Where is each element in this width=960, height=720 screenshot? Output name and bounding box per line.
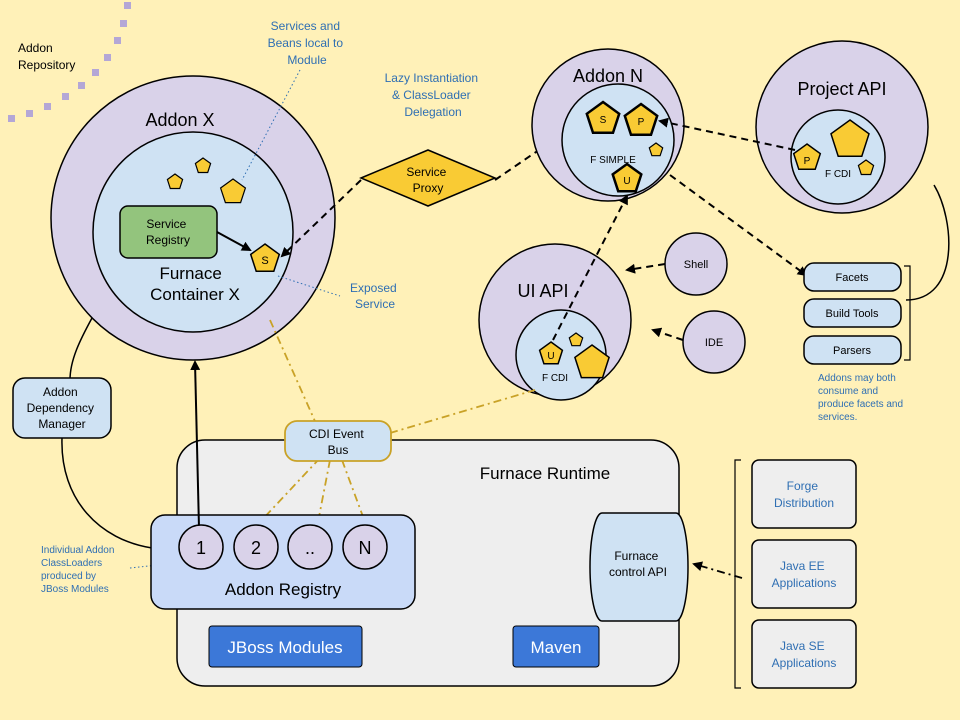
addon-repository-label: Addon Repository [18,41,75,72]
pentagon-icon [568,332,584,347]
services-beans-note: Services and Beans local to Module [268,19,347,67]
addon-dependency-manager-label: Addon Dependency Manager [27,385,98,431]
pentagon-icon [648,142,664,157]
ui-api-inner-label: F CDI [542,373,568,384]
maven-box [512,625,600,668]
registry-to-service-arrow [216,231,252,251]
dependency-to-registry-line [61,437,153,549]
ide-label: IDE [705,337,723,349]
facets-label: Facets [835,272,869,284]
pentagon-icon [166,173,184,190]
parsers-label: Parsers [833,345,871,357]
classloaders-note: Individual Addon ClassLoaders produced b… [41,545,117,595]
ui-api-u-glyph: U [547,351,554,362]
addon-n-p-pentagon-icon [623,102,659,137]
pentagon-icon [857,159,875,176]
classloader-slot-n-label: N [359,538,372,558]
build-tools-label: Build Tools [826,308,879,320]
shell-to-ui-api-arrow [625,263,666,274]
project-api-inner-label: F CDI [825,169,851,180]
java-ee-applications-label: Java EE Applications [772,559,837,590]
clients-bracket [734,459,741,689]
jboss-modules-box [208,625,363,668]
registry-to-container-arrow [190,360,201,529]
furnace-container-x-label: Furnace Container X [150,264,240,304]
cdi-event-bus-box [284,420,392,462]
facets-item [803,262,902,292]
classloader-slot-n [342,524,388,570]
exposed-service-glyph: S [261,255,268,267]
java-se-applications-box [751,619,857,689]
project-to-facets-bracket [905,184,950,301]
proxy-to-exposed-arrow [280,179,362,258]
addon-repository-dots [8,2,131,122]
addon-n-s-glyph: S [600,115,607,126]
furnace-runtime-title: Furnace Runtime [480,464,610,483]
jboss-modules-label: JBoss Modules [227,638,342,657]
classloader-slot-2 [233,524,279,570]
java-ee-applications-box [751,539,857,609]
facets-bracket [904,265,911,361]
pentagon-icon [830,119,870,157]
forge-distribution-label: Forge Distribution [774,479,834,510]
pentagon-icon [219,178,247,204]
furnace-control-api-label: Furnace control API [609,549,667,579]
addon-n-inner-label: F SIMPLE [590,155,636,166]
addon-x-title: Addon X [145,110,214,130]
shell-label: Shell [684,259,708,271]
service-registry-box [119,205,218,259]
exposed-service-note: Exposed Service [350,281,400,311]
exposed-service-leader [277,275,341,297]
classloader-slot-1 [178,524,224,570]
cdi-event-bus-label: CDI Event Bus [309,427,367,457]
service-proxy-label: Service Proxy [406,165,449,195]
pentagon-icon [194,157,212,174]
classloader-slot-ellipsis-label: .. [305,538,315,558]
addon-registry-label: Addon Registry [225,580,342,599]
addon-n-u-glyph: U [623,176,630,187]
project-api-p-pentagon-icon [792,143,822,171]
addon-dependency-manager-box [12,377,112,439]
ui-u-to-addon-n-u-arrow [552,194,628,341]
classloader-slot-ellipsis [287,524,333,570]
repo-to-dependency-line [69,317,93,381]
service-registry-label: Service Registry [146,217,190,247]
classloader-slot-2-label: 2 [251,538,261,558]
addon-n-to-facets-arrow [669,174,808,277]
pentagon-icon [574,344,610,379]
java-se-applications-label: Java SE Applications [772,639,837,670]
project-api-title: Project API [797,79,886,99]
addons-may-note: Addons may both consume and produce face… [818,373,906,423]
exposed-service-pentagon-icon [249,243,281,272]
clients-to-control-api-arrow [692,561,743,579]
forge-distribution-box [751,459,857,529]
services-beans-leader [241,69,301,181]
parsers-item [803,335,902,365]
addon-n-title: Addon N [573,66,643,86]
cdi-bus-lines [259,319,536,523]
addon-n-u-pentagon-icon [611,162,643,193]
ide-to-ui-api-arrow [651,327,684,341]
ide-circle [682,310,746,374]
addon-n-s-pentagon-icon [585,100,621,135]
build-tools-item [803,298,902,328]
maven-label: Maven [530,638,581,657]
classloader-slot-1-label: 1 [196,538,206,558]
project-api-p-glyph: P [804,156,811,167]
ui-api-title: UI API [517,281,568,301]
ui-api-u-pentagon-icon [538,341,564,365]
lazy-instantiation-note: Lazy Instantiation & ClassLoader Delegat… [385,71,482,119]
furnace-control-api-cylinder [589,512,689,622]
service-proxy-diamond [359,149,497,207]
addon-n-p-glyph: P [638,117,645,128]
